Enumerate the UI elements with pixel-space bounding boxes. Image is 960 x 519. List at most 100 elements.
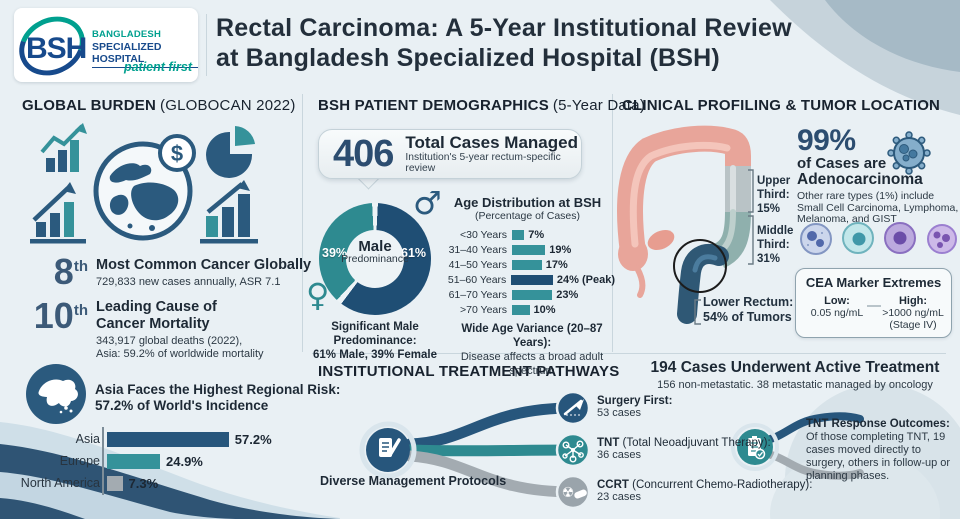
male-symbol-icon: ♂ <box>413 184 442 222</box>
hospital-logo: BSH BANGLADESH SPECIALIZED HOSPITAL pati… <box>8 5 198 87</box>
adenocarcinoma-percent: 99% <box>797 124 856 157</box>
region-bar-row: North America 7.3% <box>6 474 306 492</box>
age-bar <box>511 274 553 285</box>
age-value: 7% <box>528 228 545 241</box>
demographics-heading: BSH PATIENT DEMOGRAPHICS(5-Year Data) <box>318 97 646 114</box>
total-cases-subtitle: Institution's 5-year rectum-specific rev… <box>405 152 561 174</box>
region-value: 24.9% <box>166 453 203 469</box>
cea-low: Low: 0.05 ng/mL <box>810 295 864 319</box>
treatment-heading: INSTITUTIONAL TREATMENT PATHWAYS <box>318 363 620 380</box>
rank-8-title: Most Common Cancer Globally <box>96 257 312 273</box>
region-value: 57.2% <box>234 431 272 447</box>
bottom-left-wave-decoration <box>0 422 340 519</box>
sex-distribution-donut <box>319 203 431 315</box>
age-bar-row: 41–50 Years 17% <box>435 258 615 271</box>
region-label: Asia <box>75 432 100 446</box>
age-bar-row: 61–70 Years 23% <box>435 288 615 301</box>
rank-10-detail: 343,917 global deaths (2022), Asia: 59.2… <box>96 335 264 360</box>
page-title-line1: Rectal Carcinoma: A 5-Year Institutional… <box>216 14 792 42</box>
cea-high: High: >1000 ng/mL (Stage IV) <box>882 295 944 331</box>
cea-divider <box>867 305 881 307</box>
section-divider-horizontal <box>312 353 946 354</box>
rank-8-number: 8th <box>53 251 88 292</box>
age-label: 41–50 Years <box>448 258 507 271</box>
total-cases-title: Total Cases Managed <box>405 133 578 152</box>
clinical-heading: CLINICAL PROFILING & TUMOR LOCATION <box>622 97 941 114</box>
chart-arrow-icon <box>30 182 86 244</box>
colon-anatomy-diagram <box>617 125 754 325</box>
tumor-cell-icon-2 <box>842 222 874 254</box>
age-value: 19% <box>549 243 572 256</box>
region-bar <box>107 475 123 491</box>
lower-rectum-label: Lower Rectum: 54% of Tumors <box>703 295 794 324</box>
tumor-cell-icon-4 <box>927 224 957 254</box>
svg-text:☢: ☢ <box>562 485 575 501</box>
chart-rise-icon <box>200 180 258 244</box>
cancer-cell-icon <box>887 131 931 175</box>
region-chart-axis <box>102 427 104 495</box>
globe-icon <box>93 141 193 241</box>
male-percent-label: 61% <box>401 246 427 260</box>
tumor-cell-icon-3 <box>884 222 916 254</box>
age-bar <box>512 304 530 315</box>
age-label: 31–40 Years <box>448 243 507 256</box>
region-bar-row: Asia 57.2% <box>6 430 306 448</box>
region-label: North America <box>20 476 100 490</box>
age-value: 24% (Peak) <box>556 273 615 286</box>
donut-center-text: Male Predominance <box>341 238 409 265</box>
age-bar <box>512 289 553 300</box>
tnt-outcomes-text: TNT Response Outcomes: Of those completi… <box>806 418 951 482</box>
pie-chart-icon <box>206 126 255 178</box>
cea-marker-card: CEA Marker Extremes Low: 0.05 ng/mL High… <box>795 268 952 338</box>
age-variance-caption: Wide Age Variance (20–87 Years): Disease… <box>460 323 604 377</box>
age-value: 23% <box>556 288 579 301</box>
header-divider <box>206 14 207 76</box>
age-bar <box>512 259 542 270</box>
dollar-badge-icon: $ <box>158 134 196 172</box>
logo-name-line2: SPECIALIZED HOSPITAL <box>92 41 198 68</box>
top-right-wave-decoration <box>770 0 960 115</box>
age-value: 17% <box>545 258 568 271</box>
asia-map-icon <box>26 364 86 424</box>
middle-third-label: Middle Third: 31% <box>757 225 794 265</box>
logo-name-line1: BANGLADESH <box>92 29 162 40</box>
cea-title: CEA Marker Extremes <box>805 275 942 290</box>
total-cases-number: 406 <box>333 132 394 175</box>
asia-risk-callout: Asia Faces the Highest Regional Risk: 57… <box>95 382 341 413</box>
age-bar <box>512 244 546 255</box>
adenocarcinoma-text: of Cases are Adenocarcinoma <box>797 155 923 188</box>
age-bar-row: <30 Years 7% <box>435 228 615 241</box>
svg-text:$: $ <box>171 141 183 166</box>
total-cases-card: 406 Total Cases Managed Institution's 5-… <box>318 129 582 179</box>
donut-hole <box>346 230 404 288</box>
treatment-flow-diagram: ☢ <box>359 390 864 510</box>
tumor-cell-icon-1 <box>800 223 832 255</box>
column-divider-right <box>612 94 613 352</box>
global-burden-heading: GLOBAL BURDEN(GLOBOCAN 2022) <box>22 97 296 114</box>
female-percent-label: 39% <box>322 246 348 260</box>
logo-tagline: patient first <box>123 60 192 74</box>
page-title-line2: at Bangladesh Specialized Hospital (BSH) <box>216 44 720 72</box>
rank-10-number: 10th <box>33 295 88 336</box>
region-label: Europe <box>59 454 100 468</box>
age-chart-title: Age Distribution at BSH (Percentage of C… <box>453 195 602 222</box>
age-bar-row: >70 Years 10% <box>435 303 615 316</box>
rank-10-title: Leading Cause of Cancer Mortality <box>96 299 217 332</box>
region-bar-row: Europe 24.9% <box>6 452 306 470</box>
donut-caption: Significant Male Predominance: 61% Male,… <box>312 321 437 361</box>
region-value: 7.3% <box>128 475 159 491</box>
logo-acronym: BSH <box>26 32 87 65</box>
age-label: 61–70 Years <box>448 288 507 301</box>
rank-8-detail: 729,833 new cases annually, ASR 7.1 <box>96 276 281 288</box>
active-treatment-summary: 194 Cases Underwent Active Treatment 156… <box>650 359 940 391</box>
female-symbol-icon: ♀ <box>306 276 330 314</box>
age-value: 10% <box>533 303 556 316</box>
age-bar <box>512 229 525 240</box>
age-label: <30 Years <box>459 228 507 241</box>
pathway-label-ccrt: CCRT (Concurrent Chemo-Radiotherapy): 23… <box>597 479 813 503</box>
column-divider-left <box>302 94 303 352</box>
pathway-label-surgery: Surgery First: 53 cases <box>597 395 673 419</box>
source-label: Diverse Management Protocols <box>320 474 507 488</box>
region-bar <box>107 431 229 447</box>
